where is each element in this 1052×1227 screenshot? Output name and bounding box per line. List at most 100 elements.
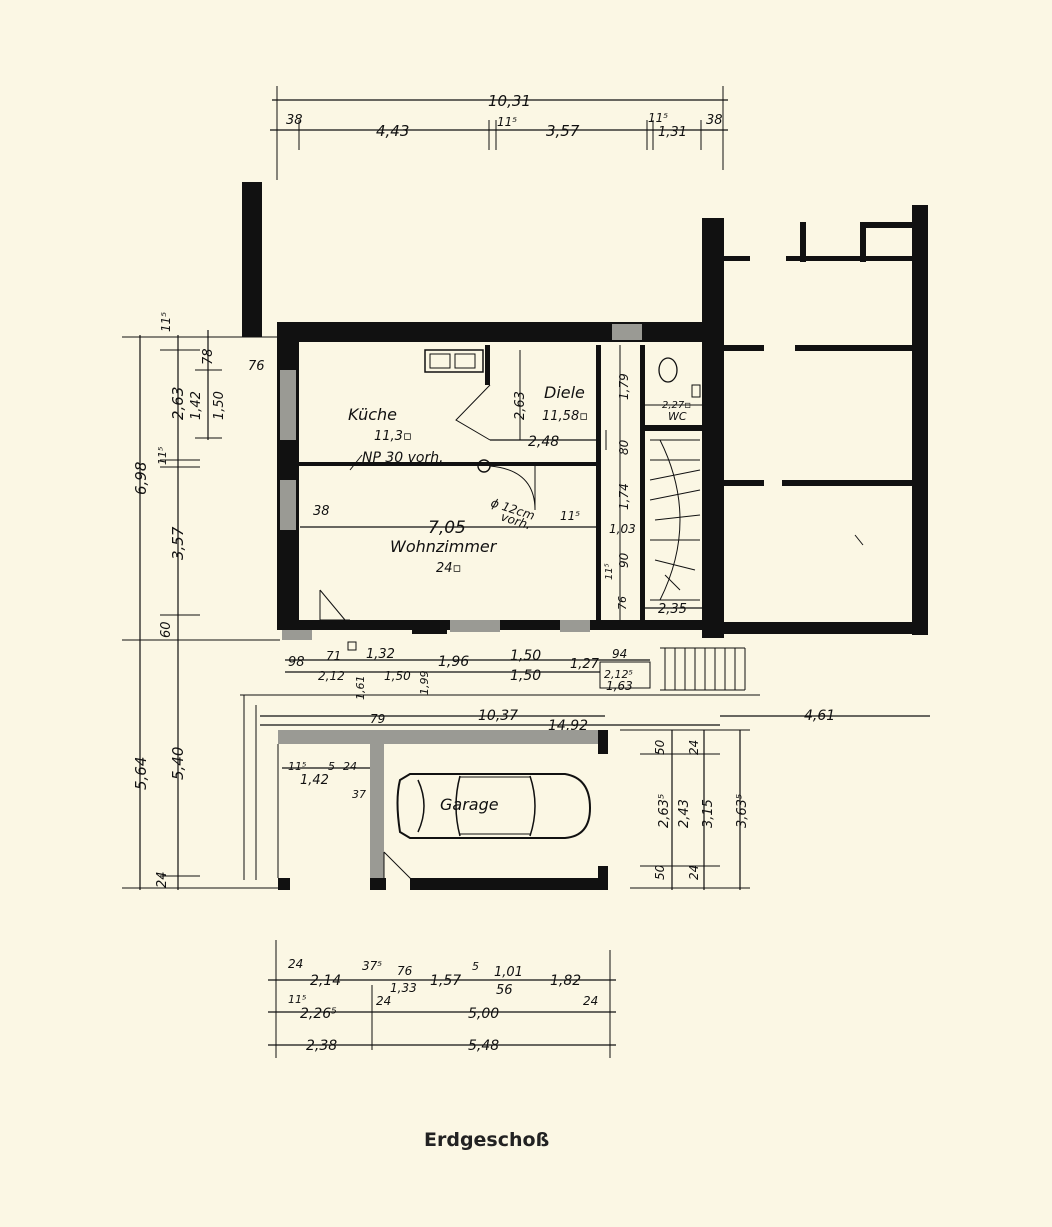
wc-fixtures xyxy=(645,357,702,406)
dim-left-h: 78 xyxy=(201,348,216,365)
dim-gar-r3: 2,63⁵ xyxy=(657,794,672,828)
dim-left-a: 11⁵ xyxy=(159,312,173,332)
dim-bot-r1-3: 76 xyxy=(397,964,413,978)
dim-gar-e: 37 xyxy=(352,788,366,801)
dim-top-b: 4,43 xyxy=(376,122,409,140)
dim-235: 2,35 xyxy=(658,602,687,617)
dim-bot-r1-2: 37⁵ xyxy=(362,959,382,973)
dim-bot-r1-4: 1,57 xyxy=(430,973,461,989)
middle-dimensions: 98 71 1,32 2,12 1,50 1,96 1,50 1,50 1,27… xyxy=(240,630,930,880)
dim-gar-r4: 2,43 xyxy=(677,799,692,828)
room-diele-area: 11,58▫ xyxy=(542,409,588,424)
dim-mid-d: 2,12 xyxy=(318,669,345,683)
dim-mid-o: 79 xyxy=(370,712,385,726)
dim-gar-r5: 3,15 xyxy=(701,799,716,828)
dim-top-e: 11⁵ xyxy=(648,111,668,125)
room-wc-area: 2,27▫ xyxy=(662,400,691,411)
dim-gar-r6: 3,63⁵ xyxy=(735,794,750,828)
dim-103: 1,03 xyxy=(609,522,636,536)
dim-90: 90 xyxy=(617,552,631,568)
dim-left-total-lower: 5,64 xyxy=(132,757,150,790)
dim-bot-r1b-1: 56 xyxy=(496,983,513,998)
dim-mid-k: 2,12⁵ xyxy=(604,668,633,681)
car-drawing: Garage xyxy=(396,773,592,839)
dim-bot-r1-6: 1,01 xyxy=(494,965,523,980)
dim-left-i: 1,42 xyxy=(189,391,204,420)
dim-top-g: 38 xyxy=(706,113,723,128)
dim-left-d: 3,57 xyxy=(169,526,187,560)
dim-mid-i: 1,27 xyxy=(570,657,600,672)
dim-gar-r8: 24 xyxy=(687,865,701,880)
dim-left-e: 60 xyxy=(159,621,174,638)
room-kueche-name: Küche xyxy=(348,405,397,424)
house-labels: Küche 11,3▫ Diele 11,58▫ Wohnzimmer 24▫ … xyxy=(300,345,702,620)
dim-top-c: 11⁵ xyxy=(497,115,517,129)
dim-mid-j: 94 xyxy=(612,647,627,661)
dim-gar-r1: 50 xyxy=(653,739,667,755)
dim-mid-l: 1,63 xyxy=(606,679,633,693)
dim-left-b: 2,63 xyxy=(169,387,187,420)
dim-115-inner: 11⁵ xyxy=(560,509,580,523)
dim-76-left: 76 xyxy=(248,359,265,374)
dim-179: 1,79 xyxy=(617,373,631,400)
dim-top-f: 1,31 xyxy=(658,125,687,140)
dim-mid-r: 4,61 xyxy=(804,708,835,724)
dim-left-total-upper: 6,98 xyxy=(132,462,150,495)
dim-174: 1,74 xyxy=(617,483,631,510)
dim-gar-c: 24 xyxy=(343,760,357,773)
dim-bot-r2-2: 24 xyxy=(376,994,391,1008)
dim-mid-n: 1,99 xyxy=(418,671,431,696)
dim-gar-r7: 50 xyxy=(653,864,667,880)
kitchen-sink xyxy=(424,349,491,441)
dim-248: 2,48 xyxy=(528,434,559,450)
dim-mid-b: 71 xyxy=(326,649,341,663)
dim-263-inner: 2,63 xyxy=(513,391,528,420)
dim-gar-r2: 24 xyxy=(687,740,701,755)
dim-mid-h: 1,50 xyxy=(510,668,541,684)
dim-bot-r3-0: 2,38 xyxy=(306,1038,337,1054)
dim-bot-r2-0: 11⁵ xyxy=(288,993,306,1006)
dim-top-a: 38 xyxy=(286,113,303,128)
room-garage-name: Garage xyxy=(440,795,499,814)
room-wohnzimmer-area: 24▫ xyxy=(436,561,461,576)
dim-38-inner: 38 xyxy=(313,504,330,519)
dim-bot-r1b-0: 1,33 xyxy=(390,981,417,995)
dim-left-f: 5,40 xyxy=(169,747,187,780)
dim-bot-r3-1: 5,48 xyxy=(468,1038,499,1054)
dim-mid-e: 1,50 xyxy=(384,669,411,683)
dim-mid-p: 10,37 xyxy=(478,708,518,724)
top-dimensions: 10,31 38 4,43 11⁵ 3,57 11⁵ 1,31 38 xyxy=(270,86,728,180)
door-swings xyxy=(319,430,607,621)
dim-gar-d: 1,42 xyxy=(300,773,329,788)
dim-left-j: 1,50 xyxy=(212,391,227,420)
dim-mid-a: 98 xyxy=(288,655,305,670)
dim-left-c: 11⁵ xyxy=(156,447,169,465)
dim-mid-f: 1,96 xyxy=(438,654,469,670)
room-kueche-area: 11,3▫ xyxy=(374,429,412,444)
plan-caption: Erdgeschoß xyxy=(424,1129,549,1151)
room-wohnzimmer-name: Wohnzimmer xyxy=(390,537,498,556)
dim-bot-r2-1: 2,26⁵ xyxy=(300,1006,337,1022)
house-walls xyxy=(242,182,724,638)
dim-bot-r2-3: 5,00 xyxy=(468,1006,499,1022)
dim-gar-a: 11⁵ xyxy=(288,760,306,773)
dim-76b: 76 xyxy=(616,596,629,610)
dim-bot-r1-7: 1,82 xyxy=(550,973,581,989)
room-diele-name: Diele xyxy=(544,383,585,402)
dim-top-d: 3,57 xyxy=(546,122,580,140)
neighbour-walls xyxy=(724,205,928,635)
left-dimensions: 6,98 11⁵ 2,63 11⁵ 3,57 60 5,64 5,40 24 7… xyxy=(122,312,280,890)
dim-bot-r1-0: 24 xyxy=(288,957,303,971)
staircase xyxy=(649,439,701,601)
dim-left-g: 24 xyxy=(155,871,170,888)
dim-mid-g: 1,50 xyxy=(510,648,541,664)
dim-705: 7,05 xyxy=(428,518,466,538)
dim-top-total: 10,31 xyxy=(488,92,531,110)
dim-80: 80 xyxy=(617,439,631,455)
garage-dimensions: 11⁵ 5 24 1,42 37 50 24 2,63⁵ 2,43 3,15 3… xyxy=(282,729,750,890)
dim-mid-m: 1,61 xyxy=(354,676,367,701)
room-wc-name: WC xyxy=(668,410,687,423)
dim-bot-r1-1: 2,14 xyxy=(310,973,341,989)
garage-walls xyxy=(277,641,608,890)
